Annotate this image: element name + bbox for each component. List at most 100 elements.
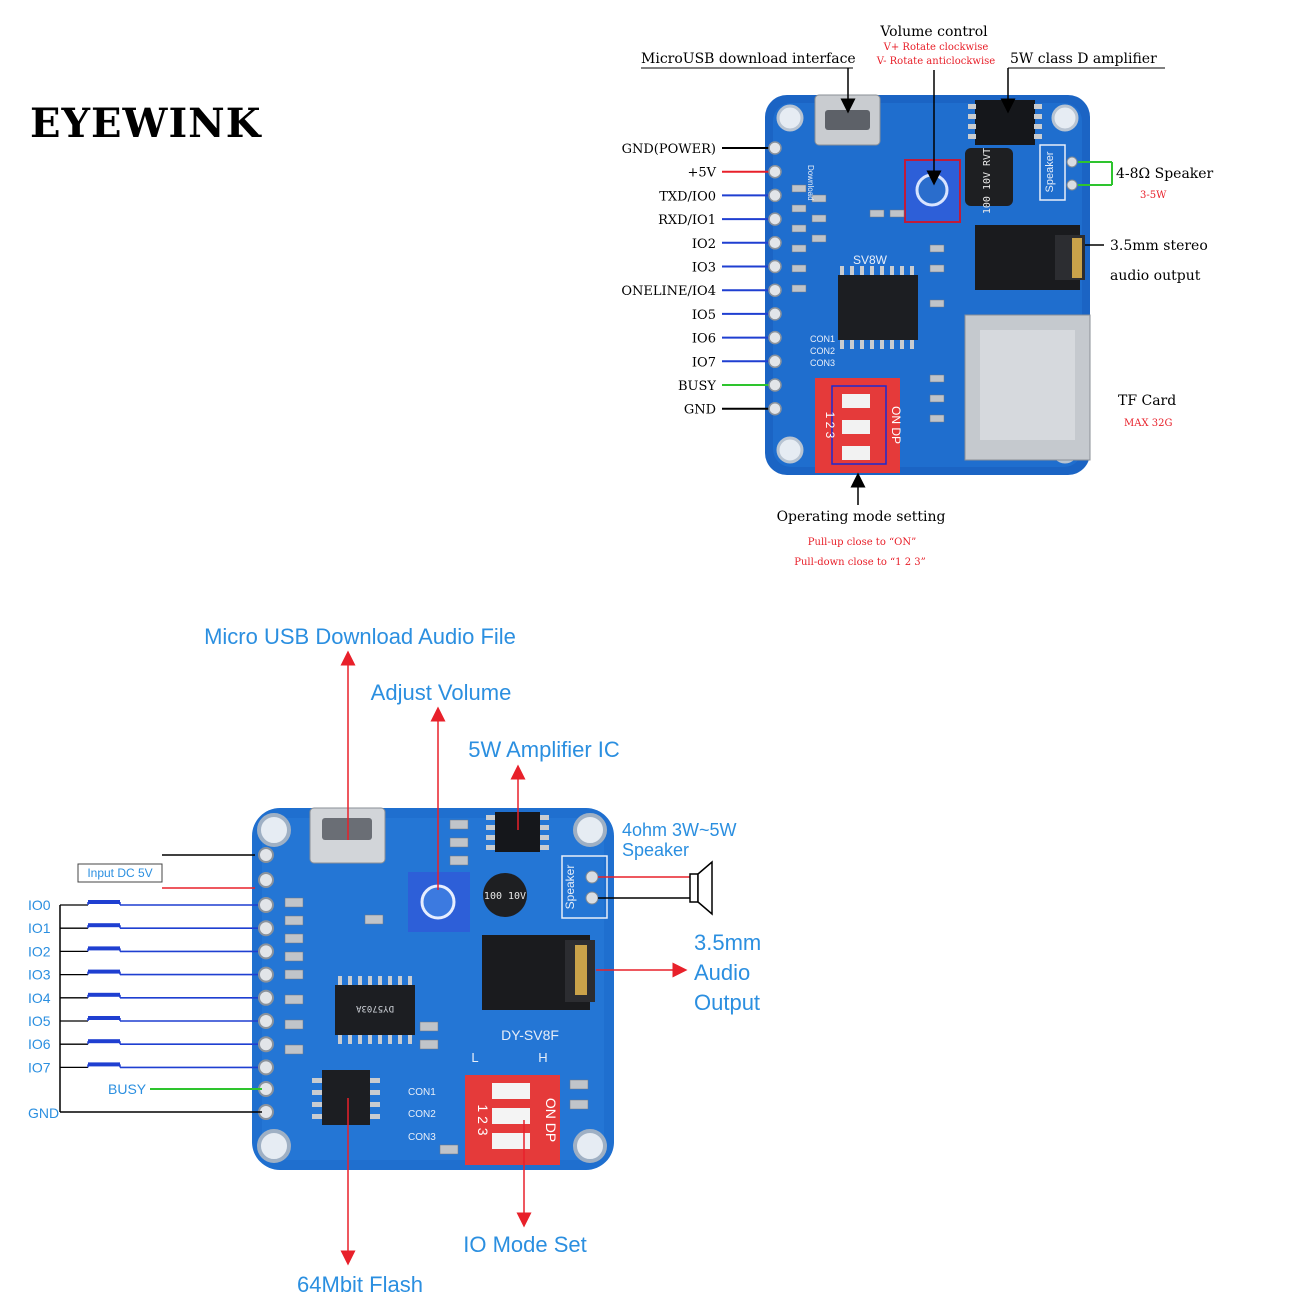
bottom-chip-text: DY5703A xyxy=(355,1003,394,1013)
top-pin-label: GND(POWER) xyxy=(622,142,716,157)
bottom-speaker-label-1: 4ohm 3W~5W xyxy=(622,820,737,840)
bottom-main-chip xyxy=(335,985,415,1035)
svg-text:CON2: CON2 xyxy=(810,346,835,356)
bottom-busy-label: BUSY xyxy=(108,1081,147,1097)
svg-text:CON2: CON2 xyxy=(408,1109,436,1120)
top-pin-group: GND(POWER)+5VTXD/IO0RXD/IO1IO2IO3ONELINE… xyxy=(621,141,782,418)
bottom-speaker-silk: Speaker xyxy=(563,865,577,910)
svg-text:CON1: CON1 xyxy=(810,334,835,344)
bottom-io-pin xyxy=(258,966,274,983)
top-diagram: 100 10V RVT Speaker SV8W CON1 CON2 CON3 xyxy=(621,24,1213,568)
top-pin-label: IO2 xyxy=(692,237,716,252)
bottom-audio-2: Audio xyxy=(694,960,750,985)
bottom-amp-label: 5W Amplifier IC xyxy=(468,737,620,762)
top-pin-label: TXD/IO0 xyxy=(659,189,716,204)
bottom-input-label: Input DC 5V xyxy=(87,866,152,880)
top-tf-max: MAX 32G xyxy=(1124,418,1172,429)
top-speaker-power: 3-5W xyxy=(1140,190,1167,201)
top-pin xyxy=(768,378,782,392)
top-volume-title: Volume control xyxy=(879,24,988,40)
top-speaker-silk: Speaker xyxy=(1044,151,1056,192)
bottom-con-labels: CON1 CON2 CON3 xyxy=(408,1087,436,1143)
bottom-switch-h: H xyxy=(538,1050,547,1065)
brand-logo: EYEWINK xyxy=(30,100,262,147)
bottom-io-button xyxy=(88,1016,120,1020)
bottom-io-button xyxy=(88,969,120,974)
bottom-io-pin xyxy=(258,1059,274,1076)
top-pin xyxy=(768,401,782,416)
bottom-audio-3: Output xyxy=(694,990,760,1015)
bottom-capacitor xyxy=(483,873,527,917)
bottom-power-pin xyxy=(258,847,274,863)
top-pin xyxy=(768,188,782,203)
bottom-flash-label: 64Mbit Flash xyxy=(297,1272,423,1297)
bottom-io-pin xyxy=(258,1013,274,1029)
top-audio-line2: audio output xyxy=(1110,268,1201,284)
top-mode-pulldown: Pull-down close to “1 2 3” xyxy=(794,557,925,568)
bottom-io-button xyxy=(88,900,120,904)
bottom-io-mode-label: IO Mode Set xyxy=(463,1232,587,1257)
bottom-io-button xyxy=(88,1039,120,1044)
top-mode-pullup: Pull-up close to “ON” xyxy=(808,537,916,548)
bottom-io-button xyxy=(88,1062,120,1067)
top-download-silk: Download xyxy=(806,165,815,201)
top-con-labels: CON1 CON2 CON3 xyxy=(810,334,835,368)
top-amp-label: 5W class D amplifier xyxy=(1010,51,1157,67)
bottom-volume-label: Adjust Volume xyxy=(371,680,512,705)
top-pin-label: IO6 xyxy=(692,332,716,347)
top-usb-label: MicroUSB download interface xyxy=(641,51,856,67)
bottom-switch-on: ON DP xyxy=(543,1098,559,1142)
bottom-io-pin xyxy=(258,1036,274,1053)
top-pin-label: IO7 xyxy=(692,355,716,370)
top-volume-plus: V+ Rotate clockwise xyxy=(883,42,989,53)
bottom-board-model: DY-SV8F xyxy=(501,1027,559,1043)
bottom-audio-1: 3.5mm xyxy=(694,930,761,955)
bottom-io-button xyxy=(88,923,120,928)
top-pin-label: BUSY xyxy=(678,379,716,394)
bottom-power-pin xyxy=(258,872,274,888)
top-pin xyxy=(768,283,782,297)
top-pin xyxy=(768,259,782,274)
bottom-gnd-label: GND xyxy=(28,1105,59,1121)
svg-text:CON1: CON1 xyxy=(408,1087,436,1098)
top-audio-line1: 3.5mm stereo xyxy=(1110,238,1208,254)
top-pin xyxy=(768,354,782,369)
top-speaker-title: 4-8Ω Speaker xyxy=(1116,166,1214,182)
top-switch-on: ON DP xyxy=(889,406,903,444)
top-amp-chip xyxy=(975,100,1035,145)
top-pin xyxy=(768,141,782,155)
svg-text:CON3: CON3 xyxy=(408,1132,436,1143)
bottom-io-pin xyxy=(258,989,274,1006)
bottom-usb-label: Micro USB Download Audio File xyxy=(204,624,516,649)
top-pin-label: GND xyxy=(684,403,716,418)
top-pin-label: +5V xyxy=(687,166,716,181)
bottom-io-label: IO4 xyxy=(28,990,51,1006)
bottom-io-label: IO5 xyxy=(28,1013,51,1029)
top-pin-label: IO3 xyxy=(692,261,716,276)
bottom-io-button xyxy=(88,992,120,997)
top-pin xyxy=(768,164,782,179)
bottom-io-pin xyxy=(258,920,274,937)
top-volume-minus: V- Rotate anticlockwise xyxy=(876,56,995,67)
bottom-io-pin xyxy=(258,943,274,960)
bottom-io-button xyxy=(88,946,120,951)
bottom-io-pin xyxy=(258,897,274,913)
bottom-io-label: IO6 xyxy=(28,1036,51,1052)
top-pin xyxy=(768,330,782,345)
top-pin xyxy=(768,307,782,321)
speaker-icon xyxy=(689,860,713,916)
bottom-cap-text: 100 10V xyxy=(484,891,526,902)
top-mode-title: Operating mode setting xyxy=(777,509,946,525)
top-pin xyxy=(768,212,782,226)
top-tf-title: TF Card xyxy=(1118,393,1176,409)
top-cap-text: 100 10V RVT xyxy=(982,148,993,214)
bottom-switch-l: L xyxy=(471,1050,478,1065)
bottom-io-label: IO2 xyxy=(28,943,51,959)
top-pin xyxy=(768,236,782,250)
bottom-io-label: IO0 xyxy=(28,897,51,913)
bottom-switch-nums: 1 2 3 xyxy=(475,1104,491,1135)
top-capacitor xyxy=(965,148,1013,206)
bottom-io-label: IO1 xyxy=(28,920,51,936)
